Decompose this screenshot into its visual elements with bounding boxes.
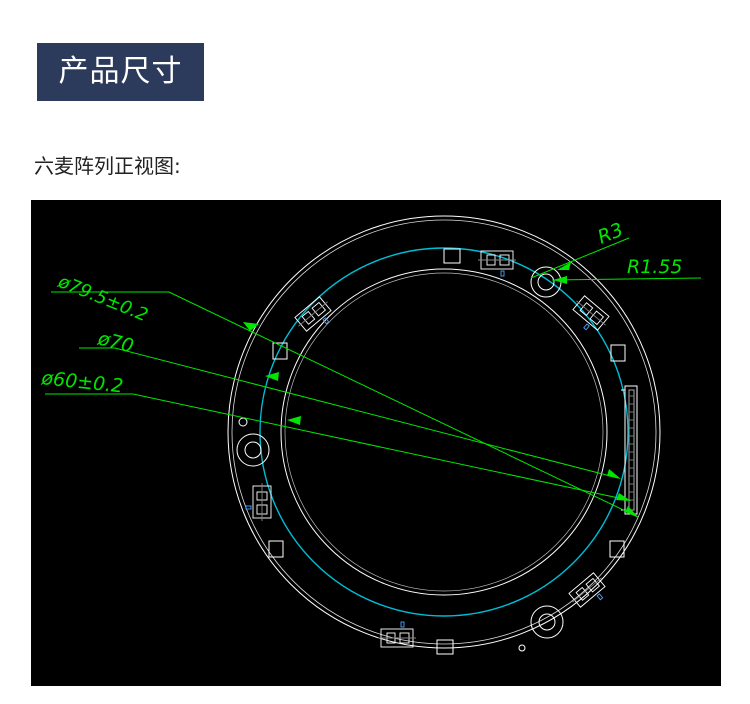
small-hole-bottom: [518, 644, 526, 652]
mic-component-top: [478, 250, 516, 277]
dimension-lines: [45, 237, 702, 518]
cad-canvas: R3 R1.55 ø79.5±0.2 ø70 ø60±0.2: [39, 215, 702, 655]
mount-hole-bottom-right: [530, 605, 564, 639]
mic-component-upper-left: [294, 296, 332, 332]
mic-component-lower-right: [568, 572, 606, 608]
dim-label-diameter-60: ø60±0.2: [39, 367, 124, 398]
small-hole-left: [238, 417, 248, 427]
mic-track-circle: [259, 247, 629, 617]
dim-label-r3: R3: [595, 219, 627, 249]
mount-hole-left: [236, 433, 270, 467]
dim-label-diameter-79-5: ø79.5±0.2: [54, 271, 151, 326]
fpc-connector: [621, 385, 638, 515]
inner-board-edge-2: [284, 272, 604, 592]
dimension-arrows: [243, 262, 639, 518]
inner-board-edge: [280, 268, 608, 596]
outer-board-edge-inner: [231, 219, 657, 645]
outer-board-edge: [227, 215, 661, 649]
mic-component-upper-right: [572, 295, 610, 331]
pads: [268, 248, 626, 655]
dim-label-diameter-70: ø70: [95, 327, 136, 357]
view-subtitle: 六麦阵列正视图:: [34, 154, 181, 178]
dim-label-r1-55: R1.55: [627, 256, 683, 278]
mic-component-bottom: [378, 621, 416, 648]
section-title: 产品尺寸: [37, 43, 204, 101]
mic-component-left: [245, 483, 272, 521]
cad-drawing: R3 R1.55 ø79.5±0.2 ø70 ø60±0.2: [31, 200, 721, 686]
